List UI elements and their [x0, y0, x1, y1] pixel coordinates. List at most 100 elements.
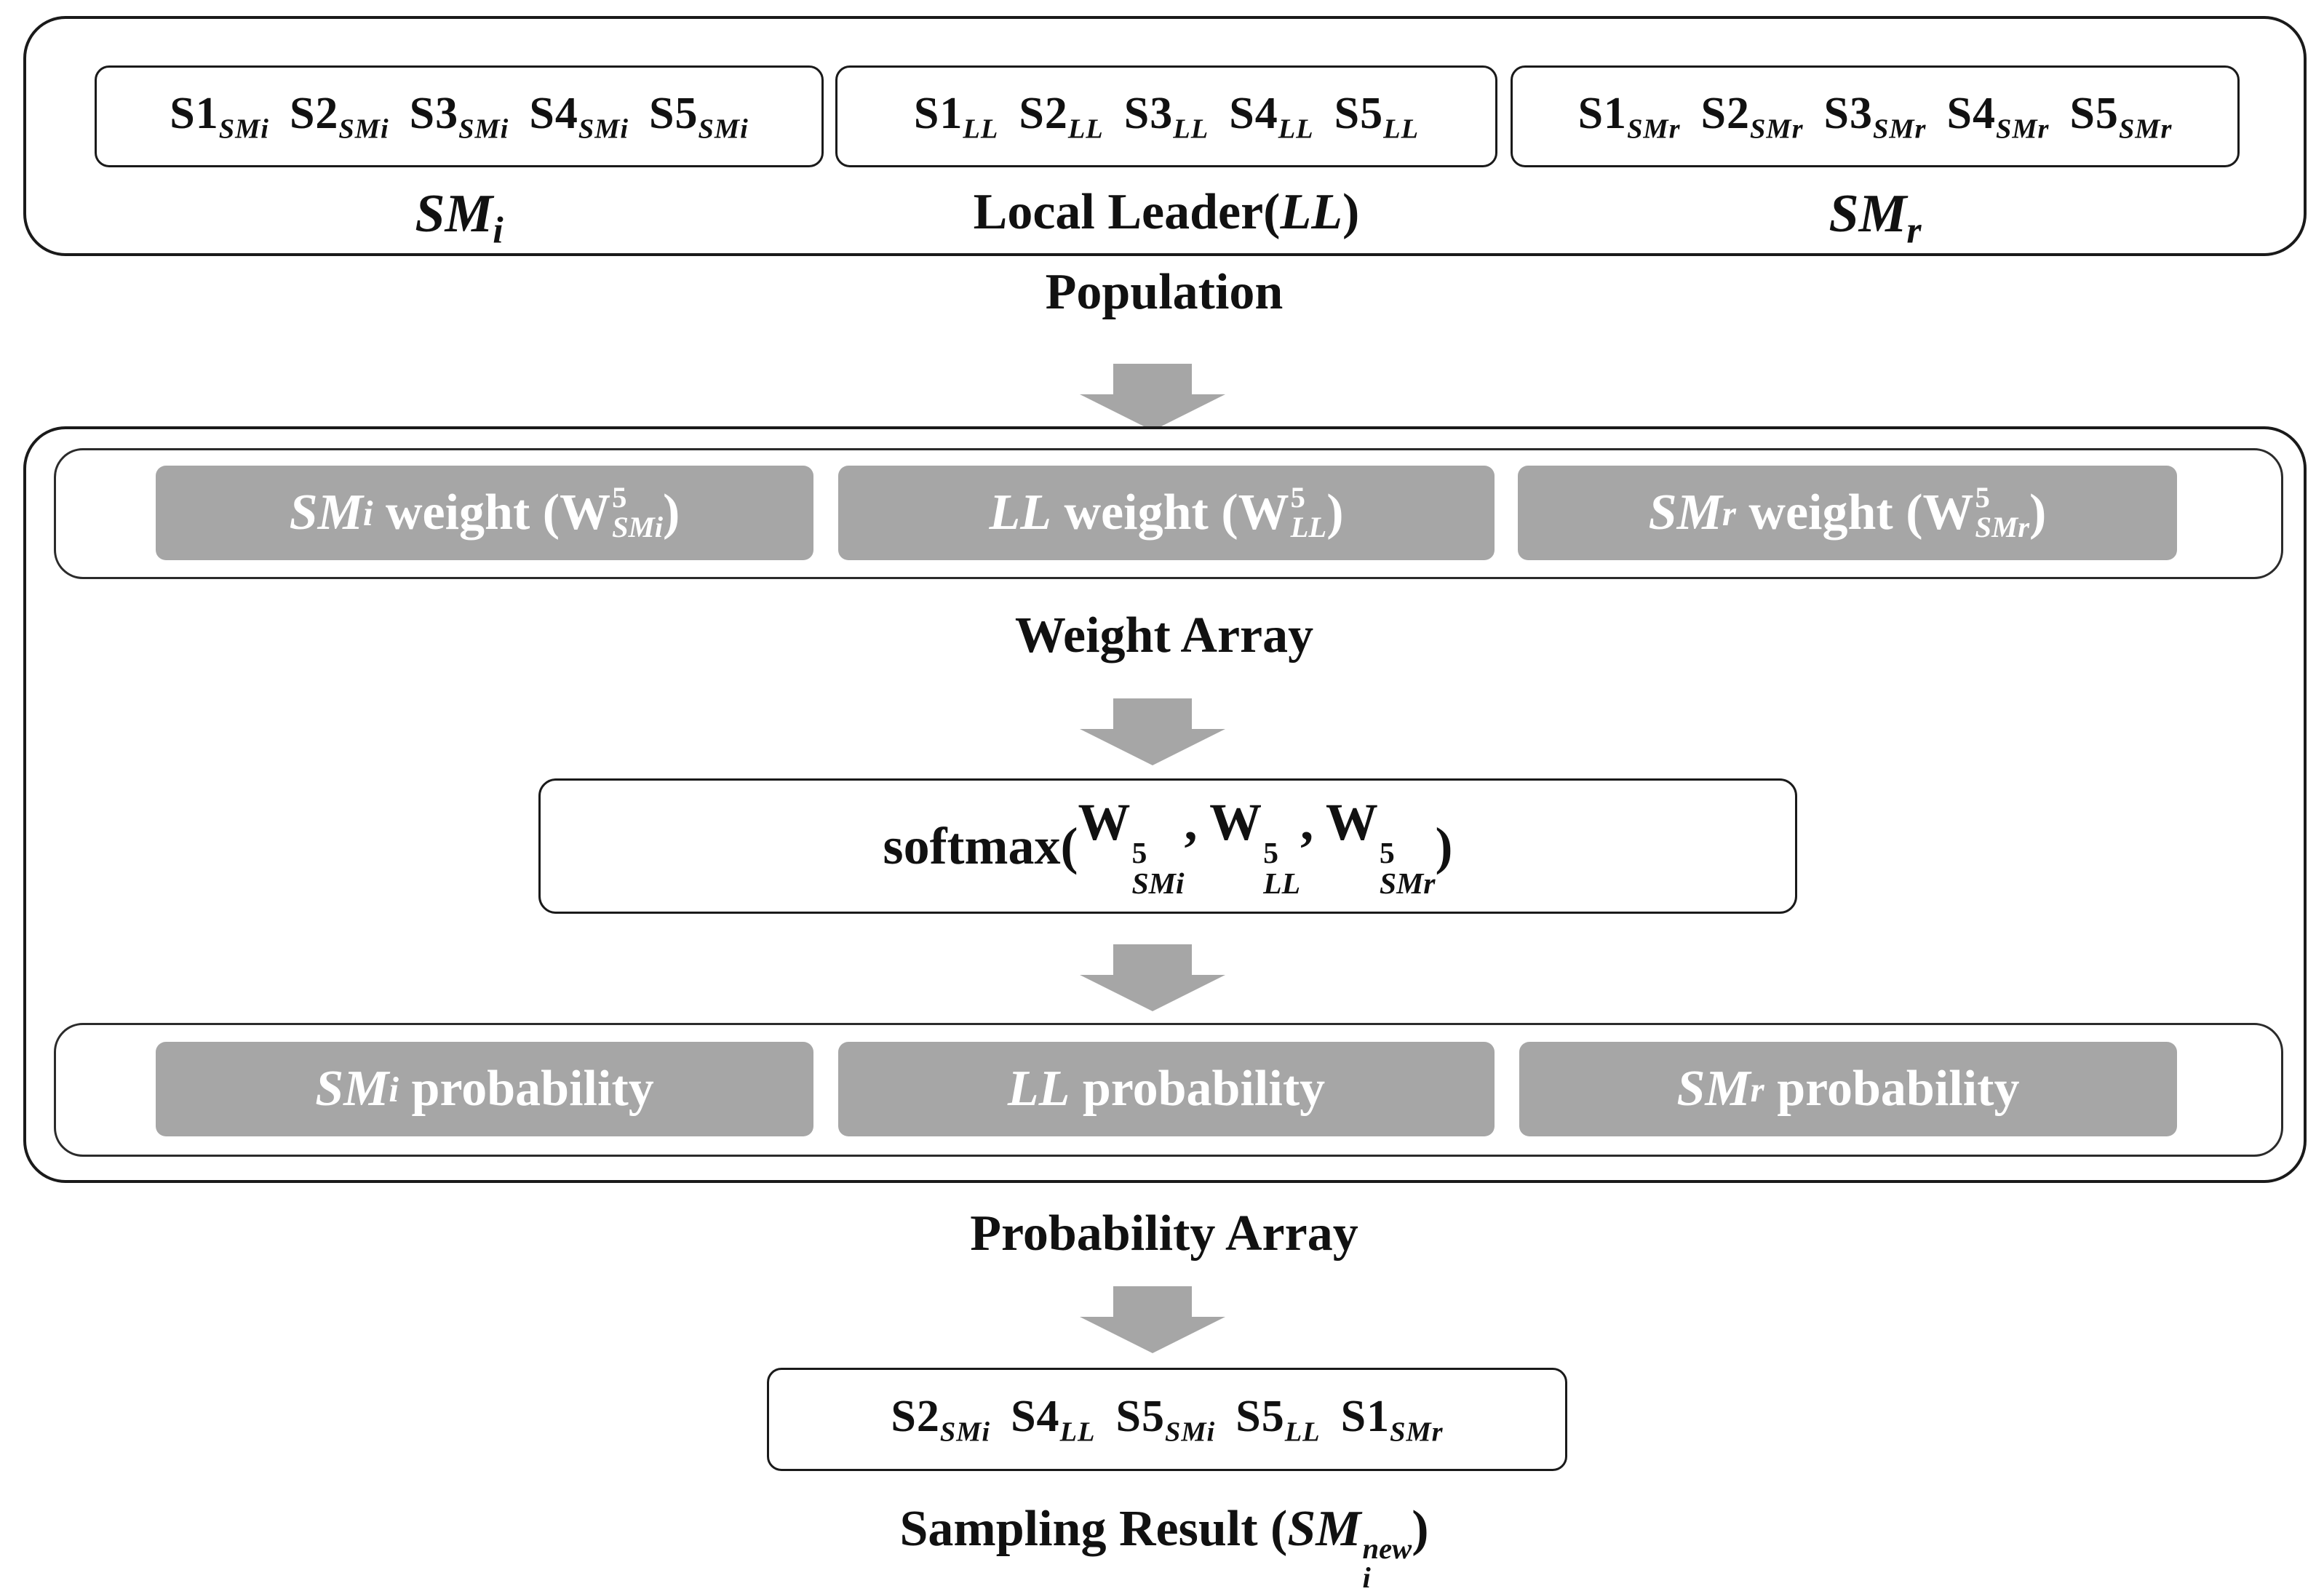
- softmax-arg-symbol: W: [1325, 793, 1378, 852]
- sequence-item-base: S3: [409, 88, 459, 138]
- sequence-item: S5SMr: [2069, 88, 2172, 144]
- sequence-item: S3SMi: [409, 88, 509, 144]
- sequence-item: S2SMr: [1700, 88, 1804, 144]
- sequence-item-base: S3: [1123, 88, 1174, 138]
- sequence-item-subscript: SMi: [939, 1416, 991, 1448]
- sequence-item-base: S2: [1700, 88, 1751, 138]
- sequence-item-subscript: SMr: [1750, 113, 1804, 145]
- sequence-item-subscript: SMi: [698, 113, 749, 145]
- softmax-arg-superscript: 5: [1379, 837, 1395, 871]
- sequence-item-base: S2: [891, 1391, 940, 1441]
- sequence-item: S4LL: [1229, 88, 1313, 144]
- sequence-item-base: S1: [913, 88, 963, 138]
- down-arrow-icon: [1080, 1286, 1225, 1353]
- sequence-item-subscript: LL: [1059, 1416, 1096, 1448]
- sequence-item: S1SMr: [1340, 1391, 1444, 1447]
- softmax-arg-subscript: SMi: [1131, 867, 1185, 901]
- sequence-item: S3SMr: [1823, 88, 1927, 144]
- smi-label: SMi: [415, 184, 504, 252]
- sequence-item-base: S5: [1115, 1391, 1165, 1441]
- sequence-item: S5LL: [1334, 88, 1419, 144]
- sequence-item-base: S4: [1946, 88, 1996, 138]
- sequence-item-base: S1: [170, 88, 219, 138]
- down-arrow-icon: [1080, 944, 1225, 1011]
- sequence-item: S4LL: [1011, 1391, 1095, 1447]
- sequence-item: S1LL: [913, 88, 998, 144]
- sequence-item-subscript: SMr: [1873, 113, 1927, 145]
- sequence-item-subscript: SMr: [1390, 1416, 1444, 1448]
- softmax-arg-symbol: W: [1078, 793, 1131, 852]
- smr-label: SMr: [1828, 184, 1922, 252]
- sequence-item-base: S2: [289, 88, 339, 138]
- sequence-item: S1SMi: [170, 88, 269, 144]
- weight-array-title: Weight Array: [1014, 607, 1314, 663]
- sequence-item-base: S4: [529, 88, 578, 138]
- sequence-item-base: S5: [2069, 88, 2119, 138]
- sequence-item-base: S4: [1229, 88, 1278, 138]
- softmax-separator: ,: [1300, 793, 1326, 852]
- sequence-item-subscript: SMi: [218, 113, 269, 145]
- sequence-item-subscript: SMi: [1165, 1416, 1216, 1448]
- population-title: Population: [1045, 264, 1284, 320]
- sequence-item-base: S3: [1823, 88, 1873, 138]
- sequence-item-subscript: LL: [1383, 113, 1420, 145]
- sequence-item-subscript: SMi: [338, 113, 389, 145]
- sequence-item-base: S2: [1019, 88, 1068, 138]
- sequence-item: S2LL: [1019, 88, 1103, 144]
- sequence-item: S5SMi: [1115, 1391, 1216, 1447]
- down-arrow-icon: [1080, 364, 1225, 431]
- sequence-item-base: S1: [1577, 88, 1628, 138]
- sequence-item: S5LL: [1235, 1391, 1320, 1447]
- down-arrow-icon: [1080, 698, 1225, 765]
- sequence-item-subscript: LL: [1173, 113, 1209, 145]
- sequence-item: S2SMi: [891, 1391, 990, 1447]
- sequence-item-base: S5: [649, 88, 699, 138]
- sequence-item-subscript: SMi: [578, 113, 629, 145]
- softmax-arg-superscript: 5: [1131, 837, 1147, 871]
- softmax-arg-superscript: 5: [1263, 837, 1279, 871]
- sequence-item: S3LL: [1123, 88, 1209, 144]
- sequence-item-base: S5: [1334, 88, 1384, 138]
- sequence-item-subscript: LL: [1284, 1416, 1321, 1448]
- ll-probability-cell: LL probability: [838, 1042, 1495, 1136]
- sequence-item-subscript: SMr: [2118, 113, 2173, 145]
- probability-array-title: Probability Array: [970, 1206, 1358, 1262]
- sequence-item-base: S5: [1235, 1391, 1285, 1441]
- sequence-item: S4SMr: [1946, 88, 2049, 144]
- softmax-arg-subscript: SMr: [1379, 867, 1436, 901]
- sequence-item-base: S1: [1340, 1391, 1390, 1441]
- sequence-item: S1SMr: [1577, 88, 1681, 144]
- softmax-separator: ,: [1184, 793, 1210, 852]
- softmax-arg-symbol: W: [1209, 793, 1262, 852]
- sequence-item-subscript: LL: [1278, 113, 1314, 145]
- sequence-item-subscript: SMi: [458, 113, 509, 145]
- sequence-item-base: S4: [1011, 1391, 1060, 1441]
- sequence-item-subscript: SMr: [1627, 113, 1681, 145]
- sequence-item-subscript: SMr: [1995, 113, 2050, 145]
- ll-label: Local Leader(LL): [973, 184, 1360, 240]
- softmax-arg-subscript: LL: [1263, 867, 1301, 901]
- sequence-item: S5SMi: [649, 88, 749, 144]
